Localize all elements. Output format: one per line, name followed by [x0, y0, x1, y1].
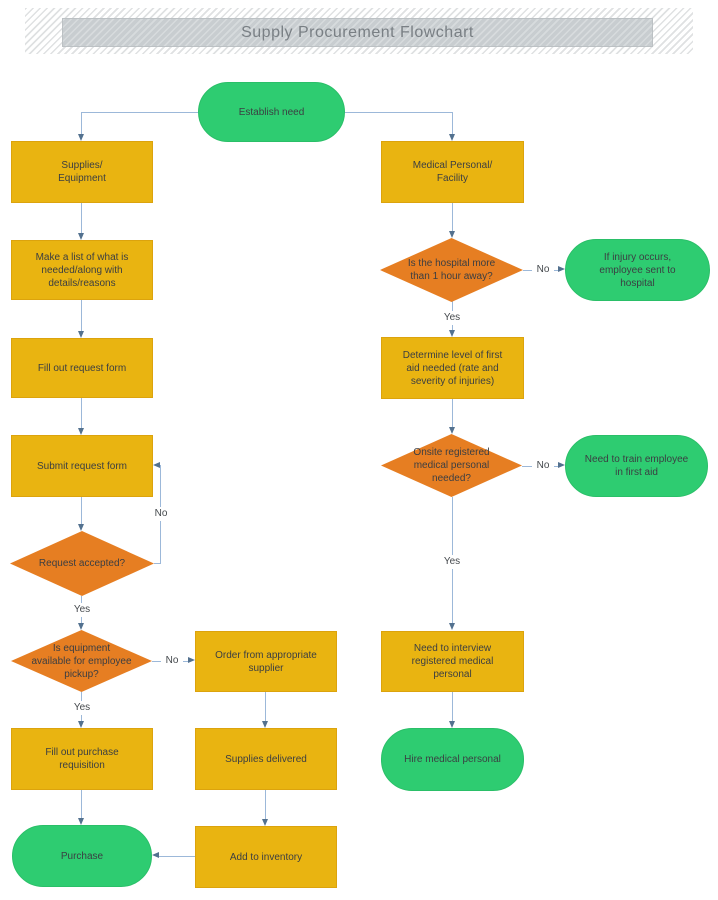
node-label: Hire medical personal: [404, 754, 501, 765]
edge-delivered-to-inventory: [265, 790, 266, 820]
node-establish-need: Establish need: [198, 82, 345, 142]
node-label: Is equipment available for employee pick…: [31, 642, 132, 680]
node-label: Supplies delivered: [225, 753, 307, 765]
page-title: Supply Procurement Flowchart: [241, 23, 474, 41]
node-order-supplier: Order from appropriate supplier: [195, 631, 337, 692]
node-is-equipment: Is equipment available for employee pick…: [11, 630, 152, 692]
node-make-list: Make a list of what is needed/along with…: [11, 240, 153, 300]
node-need-interview: Need to interview registered medical per…: [381, 631, 524, 692]
node-label: Need to interview registered medical per…: [411, 643, 494, 680]
node-label: Need to train employee in first aid: [584, 454, 689, 478]
node-label: If injury occurs, employee sent to hospi…: [599, 251, 676, 289]
edge-inventory-to-purchase: [159, 856, 195, 857]
edge-accepted-no-bottom: [154, 563, 161, 564]
arrowhead-down: [78, 331, 84, 338]
edge-label-no: No: [161, 654, 183, 668]
node-determine-level: Determine level of first aid needed (rat…: [381, 337, 524, 399]
node-label: Order from appropriate supplier: [215, 649, 317, 674]
arrowhead-down: [78, 233, 84, 240]
arrowhead-down: [449, 427, 455, 434]
arrowhead-right: [558, 462, 565, 468]
edge-label-no: No: [532, 263, 554, 277]
node-label: Supplies/ Equipment: [58, 160, 106, 184]
node-label: Fill out request form: [37, 362, 127, 374]
edge-establish-to-medical-h: [345, 112, 452, 113]
edge-interview-to-hire: [452, 692, 453, 722]
node-add-inventory: Add to inventory: [195, 826, 337, 888]
edge-supplies-to-makelist: [81, 203, 82, 234]
edge-label-no: No: [149, 507, 173, 521]
arrowhead-down: [262, 721, 268, 728]
arrowhead-down: [78, 721, 84, 728]
node-label: Onsite registered medical personal neede…: [413, 447, 490, 484]
edge-makelist-to-fillrequest: [81, 300, 82, 332]
edge-establish-to-supplies-h: [81, 112, 198, 113]
arrowhead-left: [153, 462, 160, 468]
node-label: Add to inventory: [229, 851, 303, 863]
arrowhead-left: [152, 852, 159, 858]
edge-label-no: No: [532, 459, 554, 473]
arrowhead-down: [449, 330, 455, 337]
node-need-train: Need to train employee in first aid: [565, 435, 708, 497]
node-if-injury: If injury occurs, employee sent to hospi…: [565, 239, 710, 301]
node-fill-purchase: Fill out purchase requisition: [11, 728, 153, 790]
arrowhead-down: [449, 623, 455, 630]
arrowhead-down: [78, 623, 84, 630]
node-label: Purchase: [60, 850, 104, 862]
node-label: Is the hospital more than 1 hour away?: [407, 258, 496, 282]
node-request-accepted: Request accepted?: [10, 531, 154, 596]
arrowhead-down: [262, 819, 268, 826]
node-label: Request accepted?: [38, 558, 126, 569]
node-medical-personal: Medical Personal/ Facility: [381, 141, 524, 203]
edge-order-to-delivered: [265, 692, 266, 722]
edge-label-yes: Yes: [438, 311, 466, 325]
edge-submit-to-accepted: [81, 497, 82, 525]
node-supplies-delivered: Supplies delivered: [195, 728, 337, 790]
node-purchase: Purchase: [12, 825, 152, 887]
title-box: Supply Procurement Flowchart: [62, 18, 653, 47]
edge-fillrequest-to-submit: [81, 398, 82, 429]
node-onsite-registered: Onsite registered medical personal neede…: [381, 434, 522, 497]
title-hatch-band: Supply Procurement Flowchart: [25, 8, 693, 54]
node-label: Submit request form: [36, 460, 128, 472]
edge-label-yes: Yes: [438, 555, 466, 569]
node-label: Medical Personal/ Facility: [412, 160, 493, 184]
arrowhead-down: [78, 134, 84, 141]
edge-establish-to-medical-v: [452, 112, 453, 135]
arrowhead-right: [188, 657, 195, 663]
node-label: Establish need: [238, 106, 305, 118]
edge-establish-to-supplies-v: [81, 112, 82, 135]
edge-medical-to-hospital: [452, 203, 453, 232]
title-box-hatch: [63, 19, 652, 46]
node-hire-medical: Hire medical personal: [381, 728, 524, 791]
arrowhead-down: [78, 818, 84, 825]
edge-label-yes: Yes: [68, 701, 96, 715]
arrowhead-down: [449, 721, 455, 728]
edge-determine-to-onsite: [452, 399, 453, 428]
node-label: Make a list of what is needed/along with…: [35, 251, 129, 289]
arrowhead-down: [449, 231, 455, 238]
node-is-hospital: Is the hospital more than 1 hour away?: [380, 238, 523, 302]
node-fill-request: Fill out request form: [11, 338, 153, 398]
node-supplies-equipment: Supplies/ Equipment: [11, 141, 153, 203]
node-label: Determine level of first aid needed (rat…: [402, 349, 503, 387]
arrowhead-down: [449, 134, 455, 141]
arrowhead-right: [558, 266, 565, 272]
node-label: Fill out purchase requisition: [45, 747, 119, 771]
arrowhead-down: [78, 428, 84, 435]
edge-label-yes: Yes: [68, 603, 96, 617]
node-submit-request: Submit request form: [11, 435, 153, 497]
arrowhead-down: [78, 524, 84, 531]
edge-fillpurchase-to-purchase: [81, 790, 82, 819]
